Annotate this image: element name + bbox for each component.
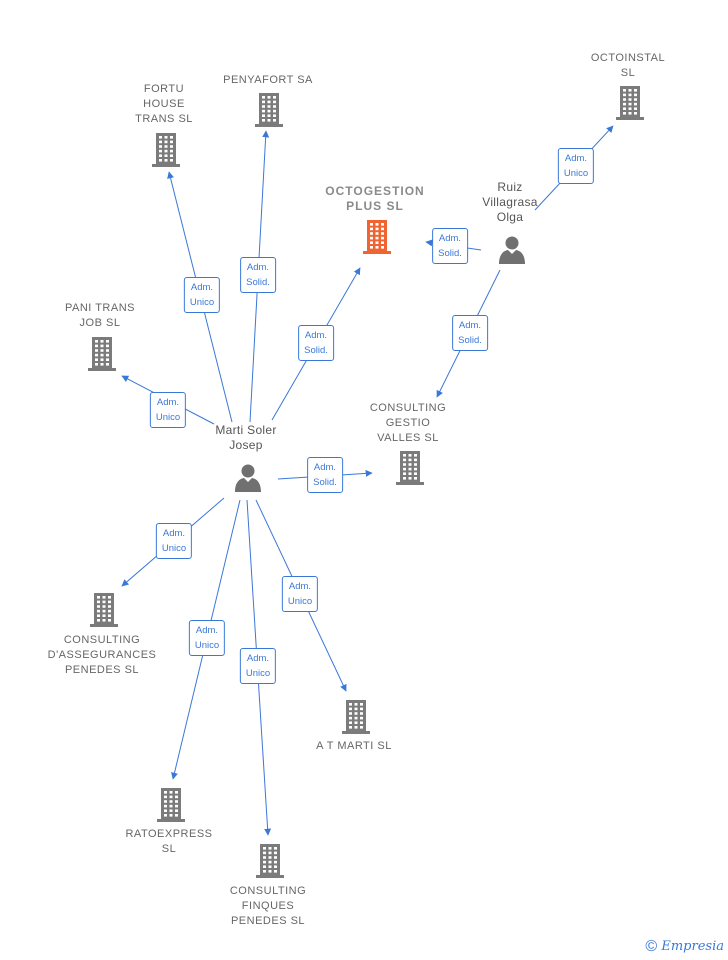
- role-badge-marti-atmarti[interactable]: Adm. Unico: [281, 576, 319, 612]
- building-icon[interactable]: [88, 337, 116, 371]
- node-label-line: OCTOINSTAL: [590, 52, 666, 64]
- node-label-ratoexpress[interactable]: RATOEXPRESS SL: [125, 827, 212, 857]
- role-text: Adm.: [162, 528, 186, 539]
- node-label-line: Ruiz: [497, 180, 523, 194]
- role-badge-ruiz-gestio[interactable]: Adm. Solid.: [452, 315, 488, 351]
- building-icon[interactable]: [363, 220, 391, 254]
- role-badge-marti-fortu[interactable]: Adm. Unico: [183, 277, 221, 313]
- node-label-pani[interactable]: PANI TRANS JOB SL: [65, 301, 135, 331]
- role-badge-marti-gestio[interactable]: Adm. Solid.: [307, 457, 343, 493]
- node-label-line: TRANS SL: [135, 113, 193, 125]
- role-badge-ruiz-octoinstal[interactable]: Adm. Unico: [557, 148, 595, 184]
- node-label-line: PENEDES SL: [64, 664, 140, 676]
- node-label-octoinstal[interactable]: OCTOINSTAL SL: [591, 51, 665, 81]
- role-text: Solid.: [246, 277, 270, 288]
- role-text: Adm.: [313, 462, 337, 473]
- node-label-line: JOB SL: [79, 317, 121, 329]
- role-text: Adm.: [304, 330, 328, 341]
- role-text: Solid.: [304, 345, 328, 356]
- building-icon[interactable]: [342, 700, 370, 734]
- node-label-line: Josep: [229, 438, 263, 452]
- role-text: Solid.: [438, 248, 462, 259]
- role-text: Solid.: [313, 477, 337, 488]
- node-label-line: PENYAFORT SA: [223, 74, 313, 86]
- empresia-watermark: © Empresia: [645, 938, 724, 956]
- role-text: Adm.: [156, 397, 180, 408]
- node-label-line: PANI TRANS: [65, 302, 135, 314]
- brand-name: Empresia: [661, 939, 724, 954]
- role-text: Adm.: [458, 320, 482, 331]
- node-label-line: A T MARTI SL: [316, 740, 392, 752]
- node-label-atmarti[interactable]: A T MARTI SL: [316, 739, 392, 754]
- building-icon[interactable]: [255, 93, 283, 127]
- role-text: Unico: [563, 168, 589, 179]
- role-badge-marti-assegurances[interactable]: Adm. Unico: [155, 523, 193, 559]
- role-text: Adm.: [246, 262, 270, 273]
- role-badge-marti-finques[interactable]: Adm. Unico: [239, 648, 277, 684]
- role-badge-marti-pani[interactable]: Adm. Unico: [149, 392, 187, 428]
- building-icon[interactable]: [157, 788, 185, 822]
- node-label-fortu[interactable]: FORTU HOUSE TRANS SL: [135, 82, 193, 127]
- role-text: Adm.: [438, 233, 462, 244]
- node-label-line: D'ASSEGURANCES: [47, 649, 157, 661]
- node-label-line: CONSULTING: [369, 402, 447, 414]
- role-text: Unico: [161, 543, 187, 554]
- node-label-line: SL: [161, 843, 177, 855]
- node-label-line: GESTIO: [385, 417, 431, 429]
- building-icon[interactable]: [90, 593, 118, 627]
- building-icon[interactable]: [616, 86, 644, 120]
- node-label-line: FINQUES: [241, 900, 295, 912]
- building-icon[interactable]: [396, 451, 424, 485]
- node-label-line: PLUS SL: [346, 199, 404, 213]
- role-badge-ruiz-octogestion[interactable]: Adm. Solid.: [432, 228, 468, 264]
- node-label-line: CONSULTING: [63, 634, 141, 646]
- role-badge-marti-penyafort[interactable]: Adm. Solid.: [240, 257, 276, 293]
- node-label-finques[interactable]: CONSULTING FINQUES PENEDES SL: [230, 884, 306, 929]
- node-label-line: Marti Soler: [215, 423, 277, 437]
- role-text: Adm.: [564, 153, 588, 164]
- person-icon[interactable]: [235, 464, 261, 493]
- person-icon[interactable]: [499, 236, 525, 265]
- copyright-symbol: ©: [645, 938, 658, 955]
- role-text: Adm.: [246, 653, 270, 664]
- node-label-line: RATOEXPRESS: [125, 828, 213, 840]
- node-label-line: OCTOGESTION: [325, 184, 425, 198]
- role-badge-marti-octogestion[interactable]: Adm. Solid.: [298, 325, 334, 361]
- node-label-line: Olga: [496, 210, 524, 224]
- node-label-line: CONSULTING: [229, 885, 307, 897]
- node-label-gestio[interactable]: CONSULTING GESTIO VALLES SL: [370, 401, 446, 446]
- node-label-line: PENEDES SL: [230, 915, 306, 927]
- role-text: Adm.: [195, 625, 219, 636]
- role-text: Solid.: [458, 335, 482, 346]
- node-label-line: FORTU: [143, 83, 185, 95]
- building-icon[interactable]: [256, 844, 284, 878]
- role-text: Unico: [287, 596, 313, 607]
- role-text: Adm.: [288, 581, 312, 592]
- role-text: Unico: [245, 668, 271, 679]
- node-label-line: HOUSE: [143, 98, 185, 110]
- role-text: Unico: [189, 297, 215, 308]
- role-text: Unico: [194, 640, 220, 651]
- node-label-assegurances[interactable]: CONSULTING D'ASSEGURANCES PENEDES SL: [48, 633, 157, 678]
- node-label-line: SL: [620, 67, 636, 79]
- node-label-penyafort[interactable]: PENYAFORT SA: [223, 73, 313, 88]
- role-text: Adm.: [190, 282, 214, 293]
- building-icon[interactable]: [152, 133, 180, 167]
- node-label-line: Villagrasa: [482, 195, 538, 209]
- node-label-line: VALLES SL: [377, 432, 439, 444]
- role-text: Unico: [155, 412, 181, 423]
- role-badge-marti-ratoexpress[interactable]: Adm. Unico: [188, 620, 226, 656]
